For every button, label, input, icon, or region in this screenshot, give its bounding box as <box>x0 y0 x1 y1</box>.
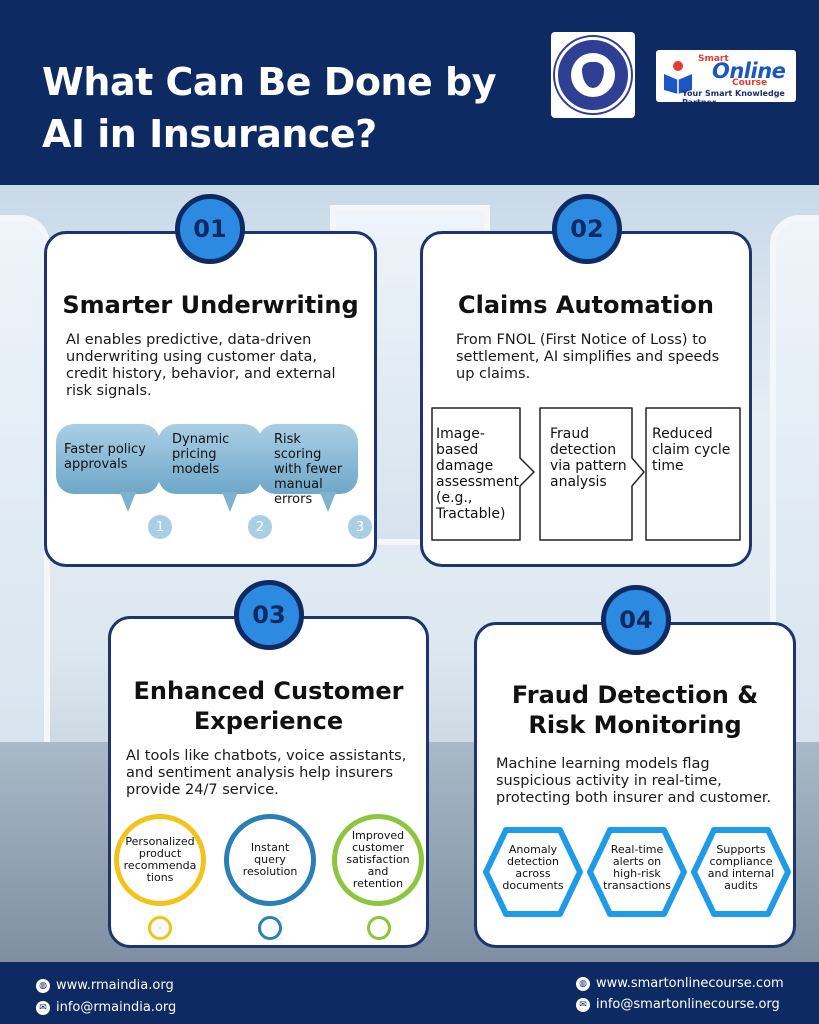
mail-icon: ✉ <box>36 1000 50 1015</box>
bubble-item: Risk scoring with fewer manual errors <box>258 424 358 507</box>
ring-dot <box>258 916 282 940</box>
logo-course-text: Course <box>732 78 768 88</box>
card-title: Claims Automation <box>457 291 714 319</box>
step-label: Reduced claim cycle time <box>652 426 731 474</box>
title-line-1: What Can Be Done by <box>42 60 496 104</box>
rma-seal-icon <box>553 35 633 115</box>
step-chevron: Reduced claim cycle time <box>642 404 746 544</box>
step-label: Image-based damage assessment (e.g., Tra… <box>436 426 519 522</box>
book-person-icon <box>664 61 692 94</box>
step-label: Fraud detection via pattern analysis <box>550 426 627 490</box>
card-number-badge: 04 <box>601 585 671 655</box>
card-title: Smarter Underwriting <box>62 291 359 319</box>
card-title: Fraud Detection & Risk Monitoring <box>511 681 759 739</box>
card-title: Enhanced Customer Experience <box>133 677 404 735</box>
smart-online-course-logo: Smart Online Course Your Smart Knowledge… <box>656 50 796 102</box>
page-title: What Can Be Done by AI in Insurance? <box>42 56 562 160</box>
step-chevron: Fraud detection via pattern analysis <box>536 404 648 544</box>
mail-icon: ✉ <box>576 997 590 1012</box>
footer-link-web[interactable]: ◍ www.rmaindia.org <box>36 978 174 993</box>
globe-icon: ◍ <box>36 978 50 993</box>
globe-icon: ◍ <box>576 976 590 991</box>
card-description: AI tools like chatbots, voice assistants… <box>126 748 407 798</box>
hex-item: Supports compliance and internal audits <box>690 826 792 918</box>
hex-item: Anomaly detection across documents <box>482 826 584 918</box>
bubble-item: Faster policy approvals <box>56 424 160 494</box>
header: What Can Be Done by AI in Insurance? Sma… <box>0 0 819 185</box>
footer-link-web[interactable]: ◍ www.smartonlinecourse.com <box>576 976 784 991</box>
title-line-2: AI in Insurance? <box>42 112 377 156</box>
card-description: Machine learning models flag suspicious … <box>496 756 772 806</box>
ring-dot <box>148 916 172 940</box>
ring-item: Personalized product recommenda tions <box>114 814 206 906</box>
logo-smart-text: Smart <box>698 54 729 64</box>
ring-dot <box>367 916 391 940</box>
footer-link-mail[interactable]: ✉ info@rmaindia.org <box>36 1000 176 1015</box>
hex-item: Real-time alerts on high-risk transactio… <box>586 826 688 918</box>
step-number: 2 <box>248 515 272 539</box>
card-description: From FNOL (First Notice of Loss) to sett… <box>456 332 720 382</box>
card-description: AI enables predictive, data-driven under… <box>66 332 336 399</box>
logo-online-text: Online <box>712 59 786 83</box>
step-chevron: Image-based damage assessment (e.g., Tra… <box>428 404 540 544</box>
footer-link-mail[interactable]: ✉ info@smartonlinecourse.org <box>576 997 780 1012</box>
step-number: 3 <box>348 515 372 539</box>
step-number: 1 <box>148 515 172 539</box>
card-number-badge: 01 <box>175 194 245 264</box>
card-number-badge: 02 <box>552 194 622 264</box>
rma-logo <box>551 32 635 118</box>
card-number-badge: 03 <box>234 580 304 650</box>
ring-item: Instant query resolution <box>224 814 316 906</box>
footer: ◍ www.rmaindia.org ✉ info@rmaindia.org ◍… <box>0 962 819 1024</box>
ring-item: Improved customer satisfaction and reten… <box>332 814 424 906</box>
bubble-item: Dynamic pricing models <box>158 424 262 494</box>
logo-tagline: Your Smart Knowledge Partner <box>682 89 785 102</box>
